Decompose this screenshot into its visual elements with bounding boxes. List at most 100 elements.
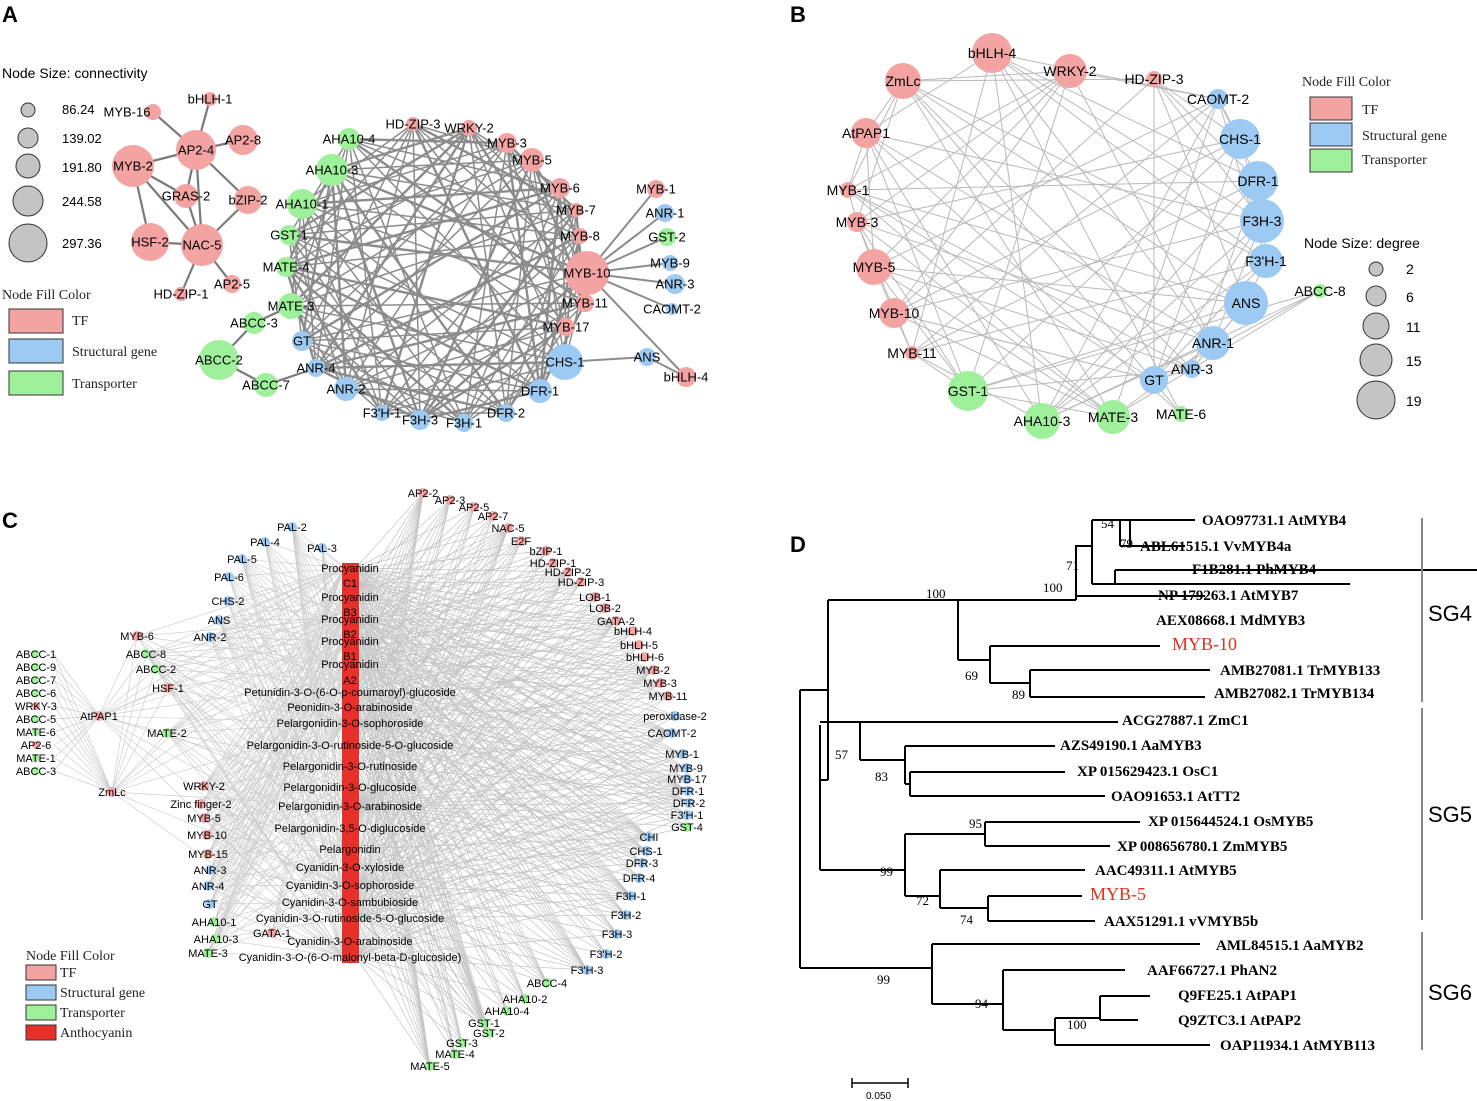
network-edge — [411, 123, 542, 392]
node-hd-zip-2 — [563, 567, 573, 577]
tree-branches — [799, 519, 1477, 1046]
node-label-peroxidase-2: peroxidase-2 — [643, 711, 707, 723]
network-edge — [355, 640, 431, 1067]
network-edge — [111, 635, 138, 793]
network-edge — [911, 52, 993, 354]
node-myb-11 — [905, 346, 919, 360]
network-edge — [355, 805, 588, 971]
network-edge — [355, 567, 688, 816]
network-edge — [315, 366, 421, 422]
node-label-myb-9: MYB-9 — [669, 763, 703, 775]
network-edge — [893, 220, 1263, 314]
network-edge — [200, 786, 345, 805]
network-edge — [381, 361, 566, 414]
network-edge — [355, 567, 569, 573]
node-f3-h-1 — [682, 810, 692, 820]
node-label-hsf-1: HSF-1 — [152, 683, 184, 695]
node-f3h-1 — [455, 414, 473, 432]
node-pal-6 — [224, 572, 234, 582]
node-label-f3h-1: F3H-1 — [616, 891, 647, 903]
network-edge — [207, 885, 345, 919]
node-label-aha10-3: AHA10-3 — [1014, 413, 1071, 429]
network-edge — [991, 52, 1214, 344]
network-edge — [111, 687, 169, 793]
legend-label-tf: TF — [1362, 103, 1379, 118]
bootstrap-value: 69 — [965, 668, 978, 683]
network-edge — [331, 169, 577, 211]
node-label-lob-2: LOB-2 — [589, 603, 621, 615]
network-edge — [355, 805, 688, 816]
node-label-ap2-2: AP2-2 — [408, 488, 439, 500]
node-label-ap2-7: AP2-7 — [478, 511, 509, 523]
network-edge — [355, 582, 627, 916]
network-edge — [355, 582, 661, 684]
node-label-caomt-2: CAOMT-2 — [643, 302, 701, 317]
network-edge — [271, 567, 345, 934]
network-edge — [203, 722, 345, 787]
legend-swatch-tf — [1309, 96, 1353, 121]
node-dfr-1 — [683, 786, 693, 796]
node-label-abcc-7: ABCC-7 — [16, 675, 56, 687]
network-edge — [380, 127, 471, 414]
network-edge — [865, 132, 1043, 422]
node-f3h-1 — [626, 891, 636, 901]
legend-swatch-transporter — [25, 1004, 57, 1021]
node-label-aha10-3: AHA10-3 — [306, 163, 359, 178]
legend-label-structural: Structural gene — [72, 345, 157, 360]
size-legend-circle — [15, 153, 41, 179]
node-label-mate-4: MATE-4 — [263, 260, 310, 275]
network-edge — [315, 366, 507, 415]
network-edge — [355, 655, 647, 852]
sg6-label: SG6 — [1428, 980, 1472, 1005]
network-edge — [203, 785, 345, 958]
network-edge — [290, 209, 577, 307]
node-label-dfr-2: DFR-2 — [673, 798, 705, 810]
network-edge — [355, 567, 632, 897]
network-edge — [53, 653, 100, 717]
node-label-gst-1: GST-1 — [948, 383, 989, 399]
node-hd-zip-3 — [576, 577, 586, 587]
network-edge — [902, 80, 1182, 415]
network-edge — [419, 209, 577, 421]
network-edge — [1153, 78, 1259, 182]
network-edge — [53, 715, 100, 733]
network-edge — [331, 168, 588, 275]
node-label-myb-5: MYB-5 — [512, 153, 552, 168]
network-edge — [207, 567, 345, 855]
node-aha10-3 — [211, 934, 221, 944]
node-gata-2 — [611, 616, 621, 626]
tree-leaf-aaf66727-1-phan2: AAF66727.1 PhAN2 — [1147, 963, 1277, 979]
network-edge — [207, 640, 345, 954]
network-edge — [206, 663, 345, 836]
tree-leaf-aex08668-1-mdmyb3: AEX08668.1 MdMYB3 — [1156, 613, 1305, 629]
node-aha10-3 — [1024, 403, 1060, 439]
node-label-atpap1: AtPAP1 — [842, 125, 890, 141]
network-edge — [155, 567, 345, 670]
size-legend-title: Node Size: connectivity — [2, 65, 148, 81]
node-label-myb-5: MYB-5 — [187, 813, 221, 825]
network-edge — [355, 655, 627, 916]
network-edge — [355, 567, 654, 671]
bootstrap-value: 57 — [835, 747, 849, 762]
node-myb-10 — [879, 298, 909, 328]
node-label-anr-1: ANR-1 — [1192, 335, 1234, 351]
network-edge — [355, 567, 650, 838]
network-edge — [209, 567, 345, 871]
node-label-hd-zip-3: HD-ZIP-3 — [558, 577, 604, 589]
tree-leaf-acg27887-1-zmc1: ACG27887.1 ZmC1 — [1122, 713, 1249, 729]
node-bhlh-4 — [628, 626, 638, 636]
network-edge — [355, 765, 485, 1024]
node-abcc-1 — [32, 650, 40, 658]
network-edge — [200, 567, 345, 805]
network-edge — [355, 506, 475, 569]
node-aha10-1 — [209, 917, 219, 927]
node-myb-1 — [647, 180, 665, 198]
network-edge — [865, 132, 969, 392]
legend-label-structural: Structural gene — [60, 986, 145, 1001]
node-label-abcc-5: ABCC-5 — [16, 714, 56, 726]
node-dfr-4 — [634, 873, 644, 883]
network-edge — [285, 186, 561, 269]
bootstrap-value: 100 — [926, 586, 946, 601]
node-myb-9 — [681, 763, 691, 773]
